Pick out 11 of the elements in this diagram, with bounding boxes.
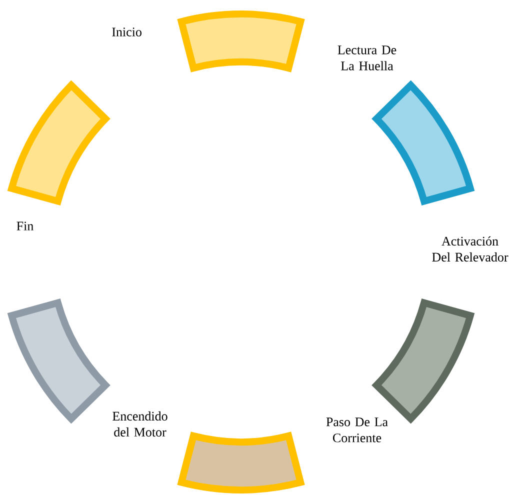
band-segment [8, 82, 109, 205]
step-label: Inicio [112, 28, 142, 36]
band-segment [178, 432, 304, 494]
band-segment [8, 299, 109, 422]
step-label: Activación Del Relevador [432, 236, 508, 262]
band-segment [373, 82, 474, 205]
step-label: Encendido del Motor [112, 411, 168, 437]
band-segment [178, 10, 304, 72]
step-label: Fin [16, 222, 34, 230]
step-label: Paso De La Corriente [326, 418, 388, 442]
step-label: Lectura De La Huella [338, 46, 396, 70]
